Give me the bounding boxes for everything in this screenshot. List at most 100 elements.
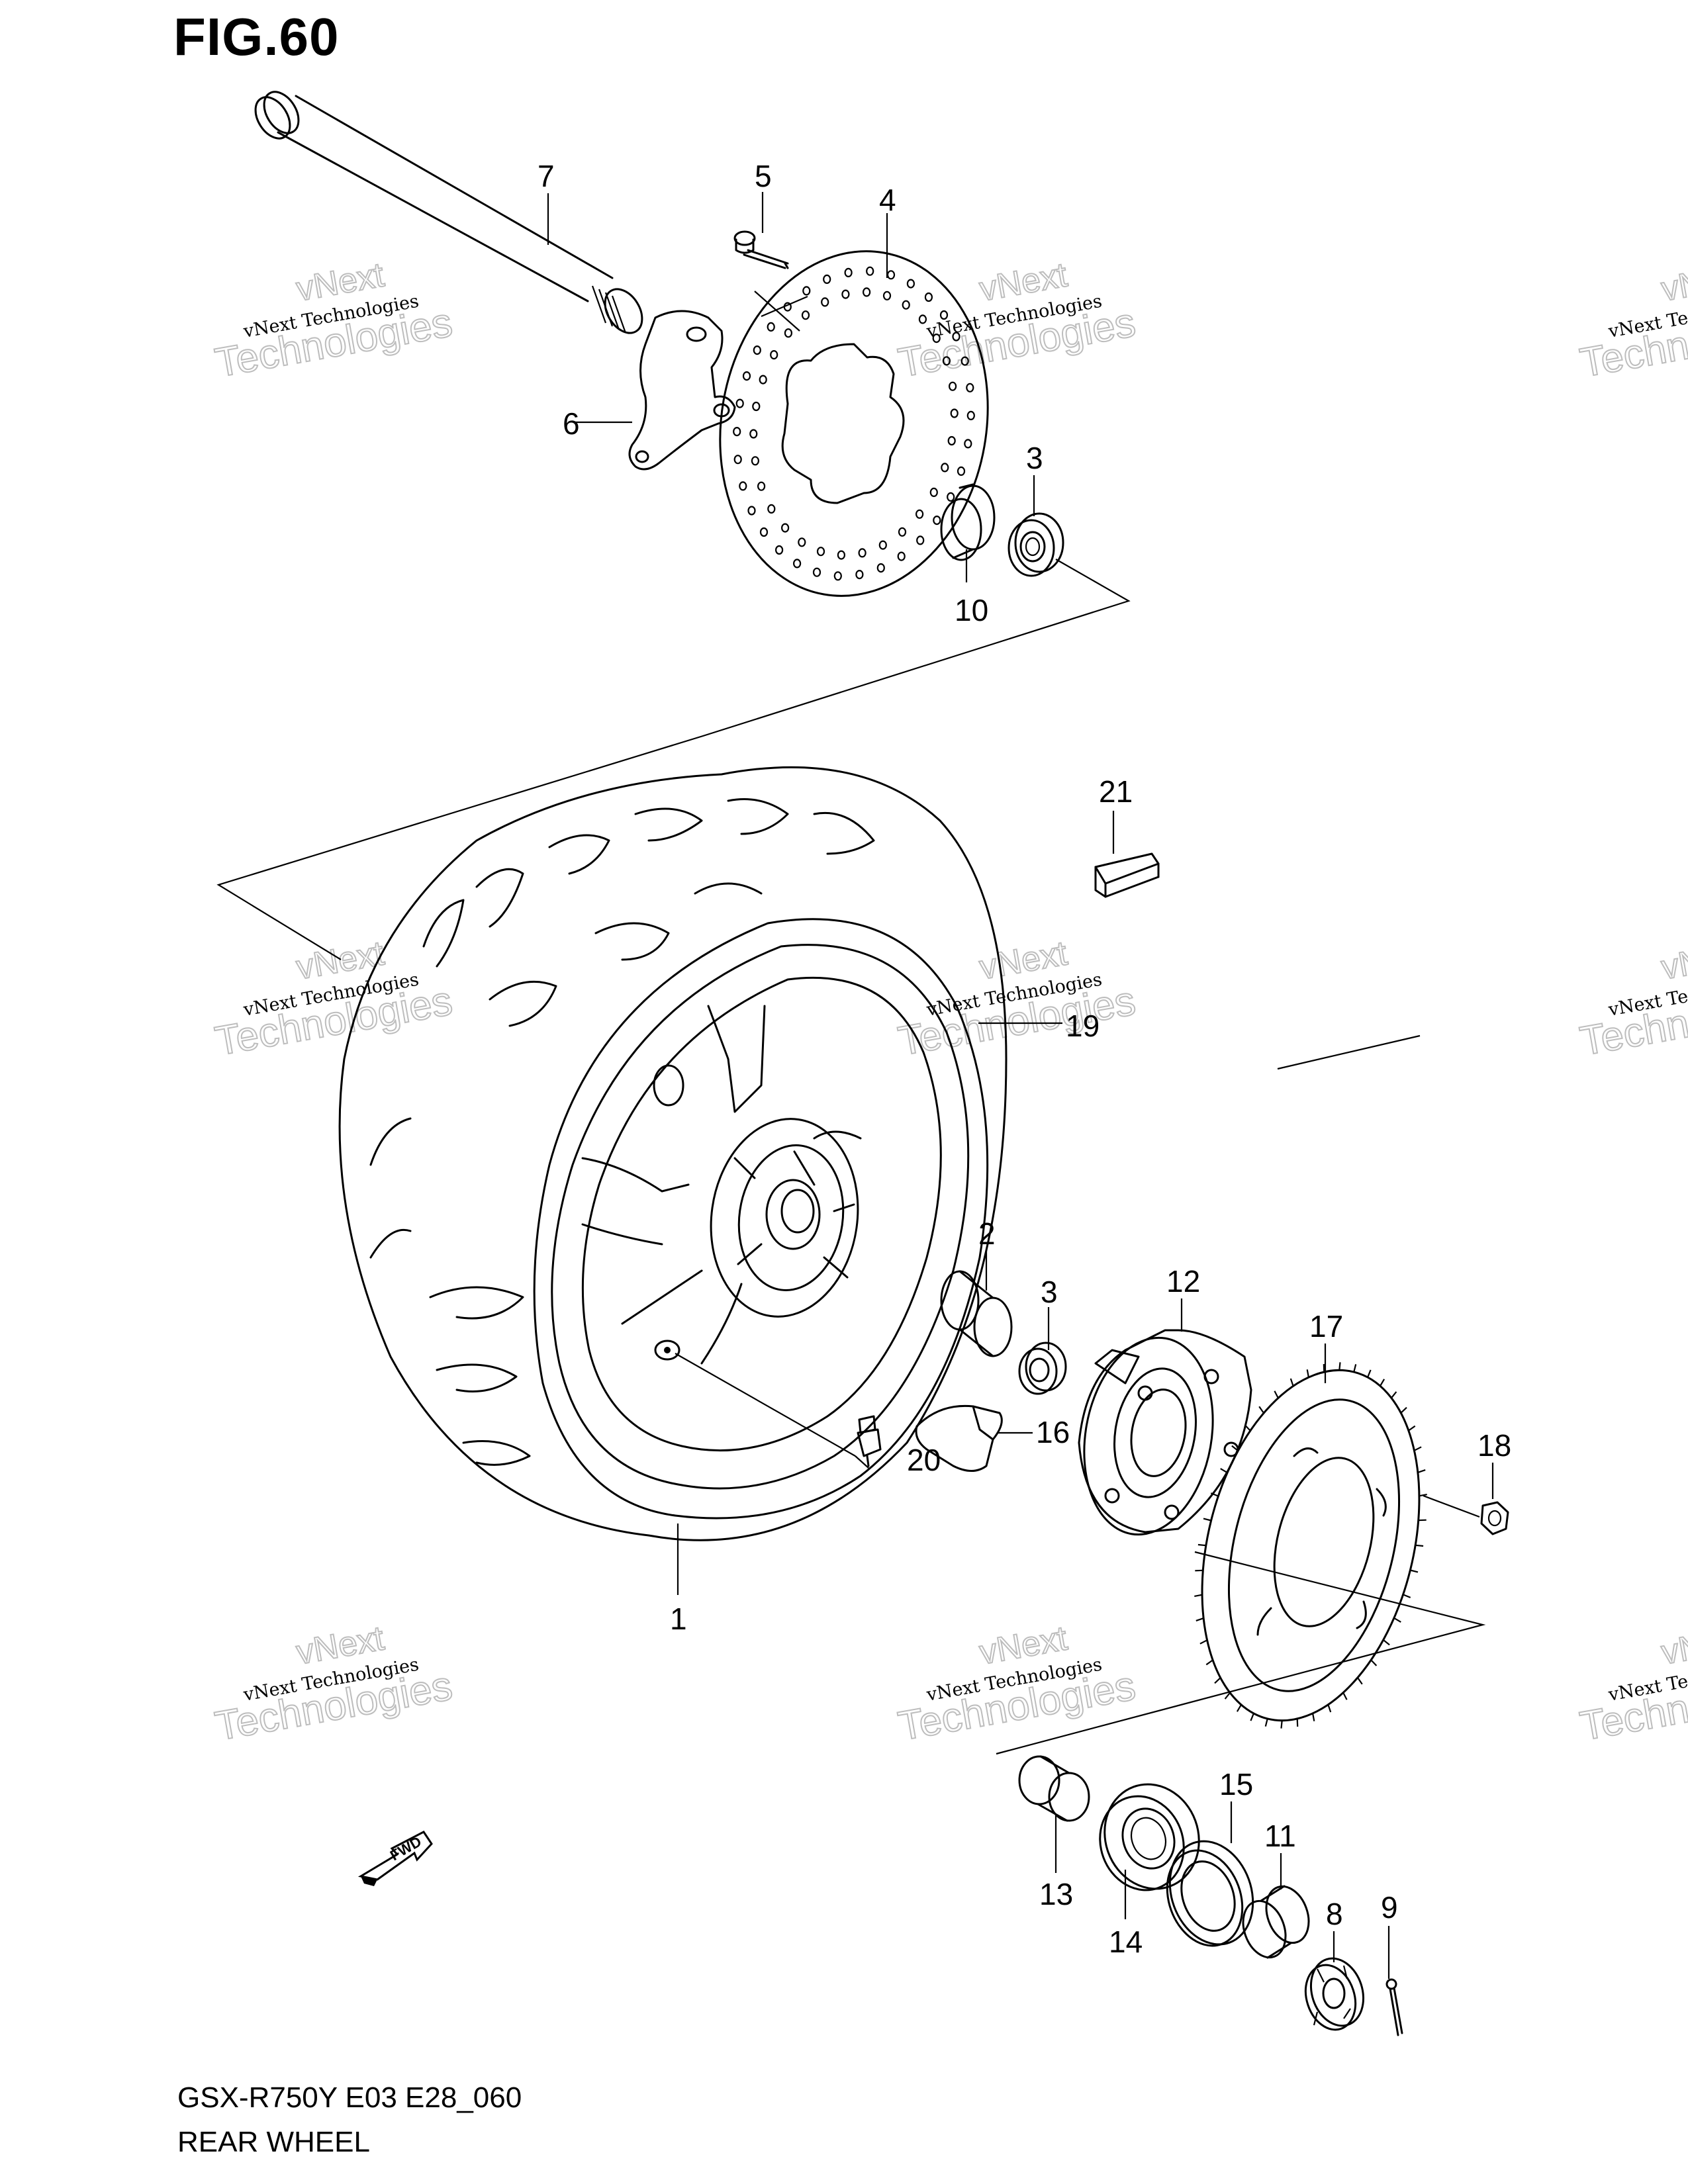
- part-16-hub-damper: [915, 1404, 1003, 1472]
- watermark: vNext vNext Technologies Technologies: [1576, 933, 1688, 1065]
- callout-7: 7: [538, 159, 555, 193]
- sprocket-tooth: [1210, 1492, 1219, 1497]
- disc-hole: [866, 266, 874, 276]
- disc-hole: [747, 506, 756, 516]
- disc-hole: [759, 527, 769, 537]
- disc-hole: [916, 535, 925, 545]
- disc-hole: [733, 455, 742, 465]
- sprocket-tooth: [1195, 1569, 1203, 1572]
- watermark: vNext vNext Technologies Technologies: [1576, 255, 1688, 387]
- disc-hole: [802, 286, 811, 296]
- sprocket-tooth: [1413, 1446, 1422, 1451]
- disc-hole: [902, 300, 910, 310]
- sprocket-tooth: [1203, 1518, 1211, 1522]
- disc-hole: [964, 439, 972, 449]
- disc-hole: [780, 523, 790, 533]
- fwd-arrow: FWD: [357, 1831, 433, 1886]
- watermark: vNext vNext Technologies Technologies: [211, 255, 456, 387]
- disc-hole: [950, 408, 959, 418]
- disc-hole: [792, 559, 802, 569]
- assembly-guide-lines: [216, 291, 1486, 1755]
- disc-hole: [844, 267, 853, 277]
- sprocket-tooth: [1194, 1594, 1203, 1597]
- sprocket-tooth: [1205, 1659, 1213, 1666]
- disc-hole: [952, 332, 961, 341]
- callout-20: 20: [907, 1443, 941, 1477]
- callout-15: 15: [1219, 1767, 1253, 1801]
- disc-hole: [742, 371, 751, 381]
- part-8-axle-nut: [1304, 1957, 1365, 2031]
- sprocket-tooth: [1417, 1469, 1426, 1473]
- disc-hole: [841, 289, 850, 299]
- callout-6: 6: [563, 406, 580, 441]
- sprocket-tooth: [1415, 1544, 1424, 1547]
- part-18-sprocket-nut: [1480, 1501, 1509, 1535]
- sprocket-tooth: [1274, 1390, 1279, 1399]
- disc-hole: [823, 274, 831, 284]
- disc-hole: [752, 401, 761, 412]
- part-15-oil-seal: [1166, 1840, 1254, 1947]
- part-17-rear-sprocket: [1194, 1362, 1427, 1729]
- disc-hole: [882, 291, 892, 300]
- disc-hole: [897, 551, 906, 561]
- part-11-spacer: [1242, 1885, 1310, 1959]
- sprocket-tooth: [1408, 1425, 1416, 1432]
- disc-hole: [898, 527, 907, 537]
- callout-13: 13: [1039, 1877, 1073, 1911]
- disc-hole: [770, 349, 778, 360]
- part-13-spacer: [1018, 1755, 1090, 1822]
- disc-hole: [933, 515, 941, 525]
- sprocket-tooth: [1196, 1617, 1204, 1621]
- leader-lines: [547, 192, 1494, 1979]
- disc-hole: [961, 356, 969, 366]
- part-2-spacer: [940, 1270, 1013, 1357]
- callout-21: 21: [1099, 774, 1133, 809]
- sprocket-tooth: [1323, 1364, 1325, 1373]
- callout-numbers: 7 5 4 6 3 10 21 19 2 3 12 17 18 16 20 1 …: [538, 159, 1511, 1959]
- part-14-bearing: [1099, 1783, 1200, 1891]
- watermark: vNext vNext Technologies Technologies: [211, 1618, 456, 1750]
- disc-hole: [753, 345, 761, 355]
- sprocket-tooth: [1400, 1406, 1407, 1414]
- figure-title: FIG.60: [173, 7, 340, 66]
- watermark: vNext vNext Technologies Technologies: [211, 933, 456, 1065]
- sprocket-tooth: [1353, 1364, 1357, 1373]
- watermark: vNext vNext Technologies Technologies: [894, 1618, 1139, 1750]
- sprocket-tooth: [1306, 1369, 1309, 1378]
- disc-hole: [759, 375, 767, 385]
- disc-hole: [915, 509, 924, 519]
- disc-hole: [784, 328, 793, 338]
- callout-10: 10: [955, 593, 988, 627]
- disc-hole: [939, 310, 949, 320]
- sprocket-tooth: [1327, 1704, 1332, 1713]
- sprocket-tooth: [1236, 1704, 1242, 1712]
- part-7-rear-axle: [254, 91, 643, 334]
- sprocket-tooth: [1419, 1494, 1427, 1497]
- svg-text:vNext: vNext: [1658, 255, 1688, 308]
- disc-hole: [816, 547, 825, 557]
- disc-hole: [783, 302, 792, 312]
- sprocket-tooth: [1312, 1713, 1315, 1721]
- disc-hole: [929, 487, 938, 498]
- disc-hole: [767, 322, 775, 332]
- sprocket-tooth: [1231, 1445, 1239, 1451]
- sprocket-tooth: [1410, 1569, 1419, 1573]
- disc-hole: [733, 426, 741, 437]
- disc-hole: [966, 410, 975, 421]
- part-4-brake-disc: [719, 250, 989, 597]
- disc-hole: [751, 456, 760, 466]
- disc-hole: [947, 435, 956, 446]
- disc-holes: [733, 266, 975, 581]
- sprocket-tooth: [1357, 1677, 1363, 1685]
- part-5-disc-bolt: [733, 230, 789, 269]
- part-9-cotter-pin: [1385, 1978, 1403, 2036]
- disc-hole: [948, 381, 957, 391]
- disc-hole: [837, 550, 846, 560]
- disc-hole: [749, 429, 758, 439]
- disc-hole: [833, 571, 842, 581]
- disc-hole: [947, 492, 955, 502]
- disc-hole: [957, 466, 966, 477]
- svg-text:vNext: vNext: [1658, 934, 1688, 987]
- sprocket-tooth: [1403, 1594, 1411, 1598]
